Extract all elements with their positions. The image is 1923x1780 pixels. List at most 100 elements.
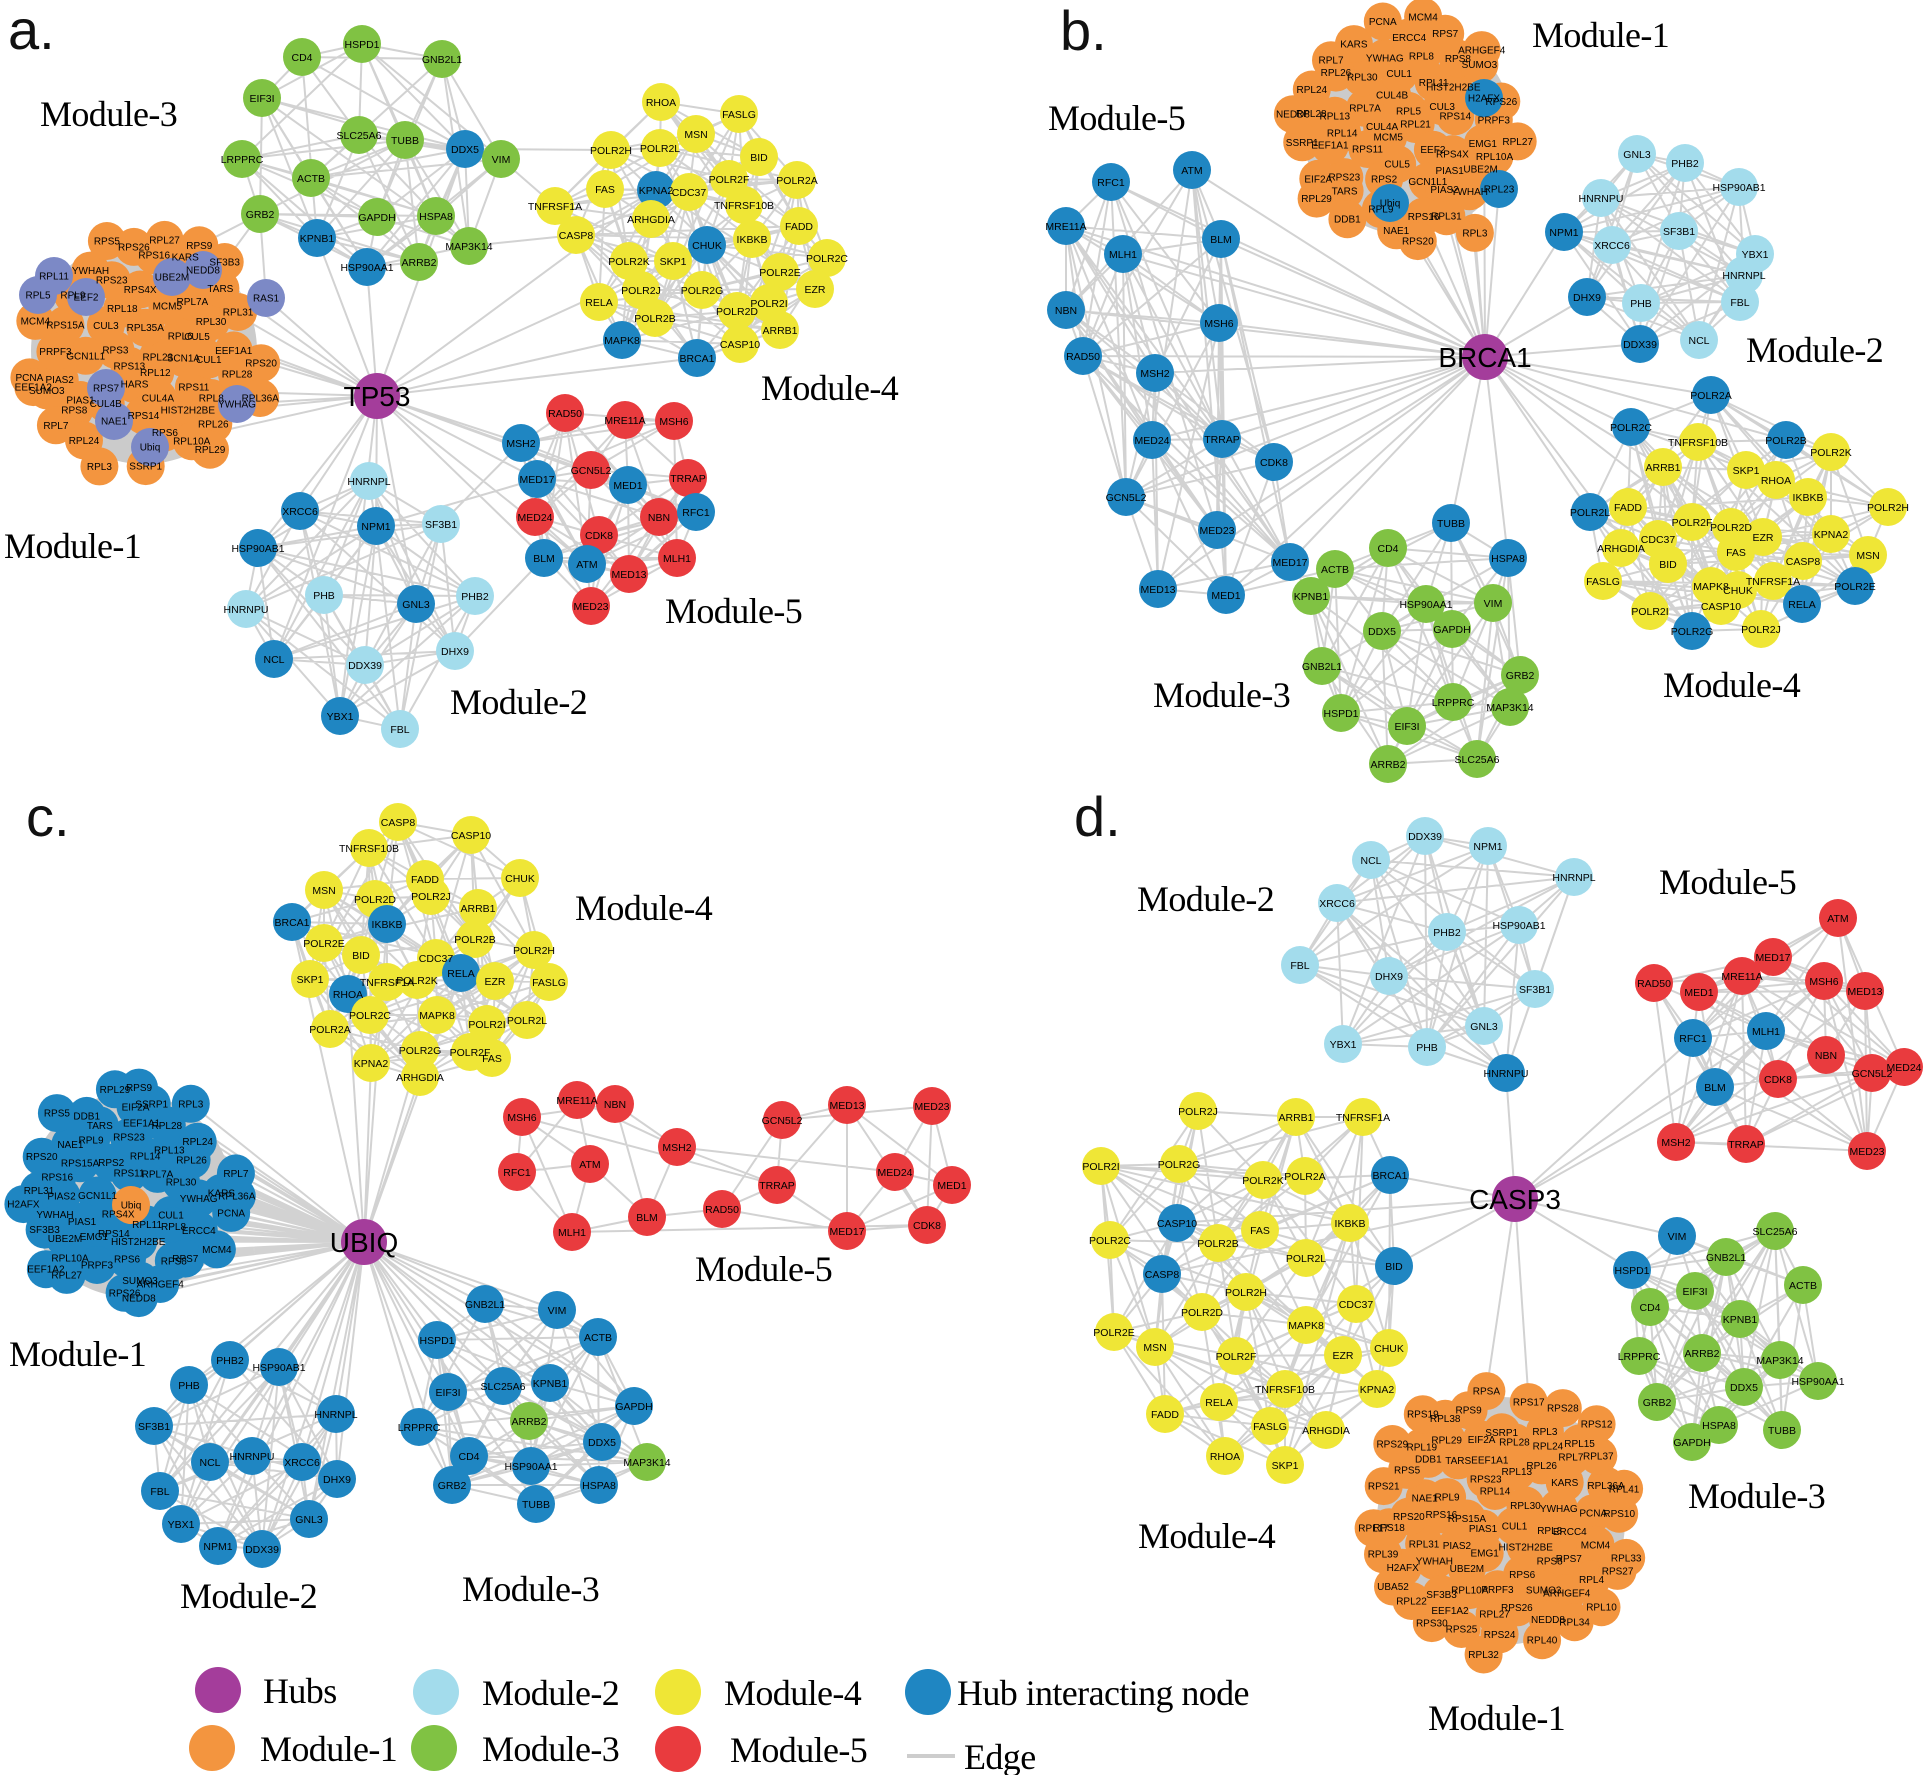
- svg-text:CASP8: CASP8: [559, 230, 594, 242]
- svg-text:MAPK8: MAPK8: [1288, 1320, 1324, 1332]
- svg-text:CD4: CD4: [1377, 543, 1398, 555]
- svg-text:RPL8: RPL8: [1537, 1526, 1562, 1537]
- svg-text:ARRB2: ARRB2: [401, 257, 436, 269]
- svg-text:MLH1: MLH1: [1752, 1026, 1780, 1038]
- svg-text:CUL1: CUL1: [1502, 1521, 1528, 1532]
- svg-text:DDX39: DDX39: [245, 1544, 279, 1556]
- svg-text:ARRB2: ARRB2: [511, 1416, 546, 1428]
- svg-text:UBA52: UBA52: [1377, 1582, 1409, 1593]
- svg-text:POLR2A: POLR2A: [309, 1024, 350, 1036]
- svg-text:RPL3: RPL3: [87, 462, 112, 473]
- svg-text:KARS: KARS: [1340, 40, 1368, 51]
- svg-text:POLR2J: POLR2J: [1741, 624, 1781, 636]
- svg-text:RPL14: RPL14: [1480, 1487, 1511, 1498]
- svg-text:MAP3K14: MAP3K14: [1756, 1355, 1803, 1367]
- svg-text:GCN1L1: GCN1L1: [1408, 177, 1447, 188]
- svg-text:RPS19: RPS19: [1407, 1410, 1439, 1421]
- svg-text:TUBB: TUBB: [391, 135, 419, 147]
- svg-text:POLR2J: POLR2J: [621, 285, 661, 297]
- svg-text:RPS8: RPS8: [61, 405, 88, 416]
- svg-text:RPS29: RPS29: [1376, 1440, 1408, 1451]
- svg-text:TNFRSF10B: TNFRSF10B: [1255, 1384, 1315, 1396]
- svg-text:ARHGDIA: ARHGDIA: [1302, 1425, 1350, 1437]
- svg-text:POLR2D: POLR2D: [354, 894, 396, 906]
- svg-text:PHB2: PHB2: [216, 1355, 244, 1367]
- svg-text:TRRAP: TRRAP: [1728, 1139, 1764, 1151]
- svg-text:RPL7: RPL7: [223, 1169, 248, 1180]
- svg-text:CUL5: CUL5: [1384, 160, 1410, 171]
- svg-text:POLR2A: POLR2A: [776, 175, 817, 187]
- svg-text:HSP90AB1: HSP90AB1: [1712, 182, 1765, 194]
- svg-text:Module-3: Module-3: [40, 94, 177, 134]
- svg-text:CDK8: CDK8: [585, 530, 613, 542]
- svg-text:HSPD1: HSPD1: [419, 1335, 454, 1347]
- svg-text:RPS4X: RPS4X: [1436, 150, 1469, 161]
- svg-text:POLR2D: POLR2D: [1710, 522, 1752, 534]
- svg-text:SUMO3: SUMO3: [1526, 1585, 1562, 1596]
- svg-text:RPL10A: RPL10A: [173, 437, 211, 448]
- svg-text:GAPDH: GAPDH: [1673, 1437, 1710, 1449]
- svg-text:H2AFX: H2AFX: [1468, 94, 1501, 105]
- svg-text:MAP3K14: MAP3K14: [445, 241, 492, 253]
- svg-text:NBN: NBN: [604, 1099, 626, 1111]
- svg-text:TARS: TARS: [207, 284, 233, 295]
- svg-text:Module-5: Module-5: [1659, 862, 1796, 902]
- svg-text:RPL11: RPL11: [1419, 78, 1449, 89]
- svg-text:RPS28: RPS28: [1547, 1404, 1579, 1415]
- svg-text:MED24: MED24: [1886, 1062, 1921, 1074]
- svg-text:RAS1: RAS1: [253, 294, 280, 305]
- svg-text:RPS20: RPS20: [1402, 237, 1434, 248]
- svg-text:MED1: MED1: [937, 1180, 966, 1192]
- svg-text:CUL1: CUL1: [196, 355, 222, 366]
- svg-text:YBX1: YBX1: [1742, 249, 1769, 261]
- svg-text:MED17: MED17: [519, 474, 554, 486]
- svg-text:GNL3: GNL3: [402, 599, 430, 611]
- svg-text:HSP90AA1: HSP90AA1: [340, 262, 393, 274]
- svg-text:KPNA2: KPNA2: [1814, 529, 1849, 541]
- svg-text:RPL26: RPL26: [176, 1155, 207, 1166]
- svg-text:RPL7: RPL7: [1558, 1453, 1583, 1464]
- svg-text:EIF3I: EIF3I: [249, 93, 274, 105]
- svg-text:MAP3K14: MAP3K14: [1486, 702, 1533, 714]
- svg-text:RPS8: RPS8: [1445, 54, 1472, 65]
- svg-text:MRE11A: MRE11A: [1721, 971, 1762, 983]
- svg-text:ATM: ATM: [576, 559, 597, 571]
- svg-text:DDB1: DDB1: [1415, 1454, 1442, 1465]
- svg-text:Module-1: Module-1: [4, 526, 141, 566]
- svg-text:Module-3: Module-3: [462, 1569, 599, 1609]
- svg-text:HSPA8: HSPA8: [1702, 1420, 1736, 1432]
- svg-text:SCN1A: SCN1A: [167, 354, 201, 365]
- svg-text:RPL27: RPL27: [149, 235, 180, 246]
- svg-text:H2AFX: H2AFX: [1387, 1563, 1420, 1574]
- svg-text:PHB2: PHB2: [1671, 158, 1699, 170]
- svg-text:LRPPRC: LRPPRC: [398, 1422, 441, 1434]
- svg-text:PIAS2: PIAS2: [1430, 185, 1459, 196]
- svg-text:RPL29: RPL29: [195, 445, 226, 456]
- svg-text:RPS6: RPS6: [152, 428, 179, 439]
- svg-text:MED23: MED23: [914, 1101, 949, 1113]
- svg-text:GNB2L1: GNB2L1: [1706, 1252, 1746, 1264]
- svg-text:BLM: BLM: [533, 553, 555, 565]
- svg-text:CDK8: CDK8: [1260, 457, 1288, 469]
- svg-text:RPL24: RPL24: [69, 436, 100, 447]
- svg-text:PHB: PHB: [1630, 298, 1652, 310]
- svg-text:POLR2K: POLR2K: [608, 256, 649, 268]
- svg-text:EEF1A1: EEF1A1: [123, 1118, 161, 1129]
- svg-text:VIM: VIM: [548, 1305, 567, 1317]
- svg-text:RPS20: RPS20: [26, 1152, 58, 1163]
- svg-text:VIM: VIM: [492, 154, 511, 166]
- svg-text:NPM1: NPM1: [1549, 227, 1578, 239]
- svg-text:RPL29: RPL29: [1301, 194, 1332, 205]
- svg-text:TP53: TP53: [344, 381, 411, 412]
- svg-text:BLM: BLM: [636, 1212, 658, 1224]
- svg-text:Module-2: Module-2: [180, 1576, 317, 1616]
- svg-text:RPL10A: RPL10A: [1476, 152, 1514, 163]
- svg-text:KARS: KARS: [1551, 1478, 1579, 1489]
- svg-text:ATM: ATM: [1181, 165, 1202, 177]
- svg-text:FADD: FADD: [785, 221, 813, 233]
- svg-text:RPL5: RPL5: [25, 291, 50, 302]
- svg-text:POLR2H: POLR2H: [590, 145, 632, 157]
- svg-text:TUBB: TUBB: [1437, 518, 1465, 530]
- svg-text:ARHGDIA: ARHGDIA: [627, 214, 675, 226]
- svg-text:GAPDH: GAPDH: [358, 212, 395, 224]
